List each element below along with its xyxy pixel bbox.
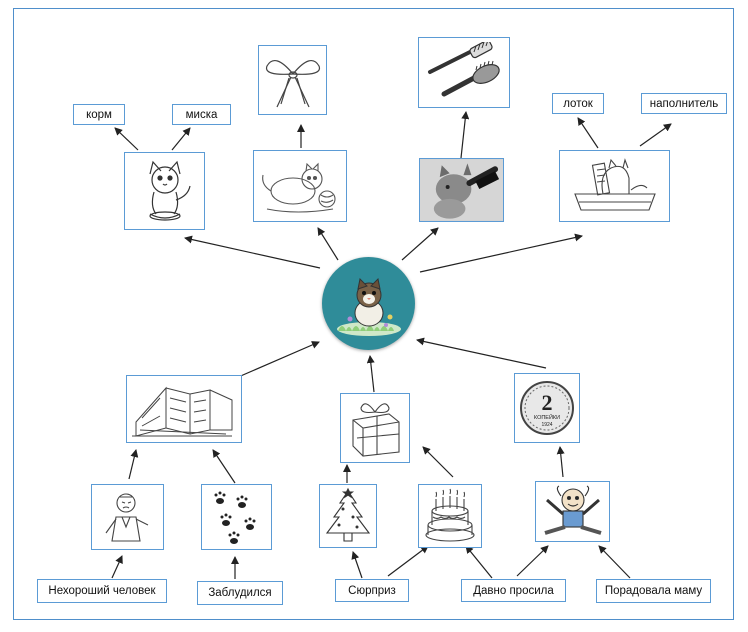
label-pleased-mom: Порадовала маму: [596, 579, 711, 603]
arrow-girl-to-coin: [556, 446, 565, 478]
girl-picture: [535, 481, 610, 542]
center-kitten-circle: [322, 257, 415, 350]
arrow-center-to-kitten-yarn: [317, 227, 339, 261]
label-napolnitel: наполнитель: [641, 93, 727, 114]
kitten-with-yarn-icon: [262, 162, 336, 213]
arrow-buildings-to-center: [235, 341, 320, 379]
label-lotok: лоток: [552, 93, 604, 114]
cat-in-litter-box-icon: [573, 158, 656, 211]
arrow-center-to-litter-box: [419, 233, 583, 273]
buildings-picture: [126, 375, 242, 443]
label-miska: миска: [172, 104, 231, 125]
arrow-litter-box-to-lotok: [577, 117, 599, 149]
cat-grooming-picture: [419, 158, 504, 222]
cat-with-bowl-icon: [148, 160, 191, 221]
ribbon-bow-icon: [265, 59, 320, 108]
arrow-center-to-cat-grooming: [401, 227, 439, 261]
coin-value: 2: [542, 390, 553, 415]
paws-picture: [201, 484, 272, 550]
arrow-surprise-to-cake: [387, 545, 429, 577]
arrow-coin-to-center: [416, 337, 547, 369]
gift-picture: [340, 393, 410, 463]
arrow-asked-long-to-cake: [465, 545, 493, 579]
arrow-cat-grooming-to-brushes: [460, 111, 470, 159]
label-asked-long: Давно просила: [461, 579, 566, 602]
tree-picture: [319, 484, 377, 548]
cat-being-brushed-icon: [420, 159, 503, 221]
happy-girl-icon: [543, 485, 602, 535]
arrow-cat-bowl-to-korm: [114, 127, 139, 151]
coin-text: КОПЕЙКИ: [534, 413, 560, 421]
label-bad-person: Нехороший человек: [37, 579, 167, 603]
cake-picture: [418, 484, 482, 548]
angry-man-icon: [105, 493, 148, 542]
cat-bowl-picture: [124, 152, 205, 230]
man-picture: [91, 484, 164, 550]
coin-year: 1924: [541, 422, 552, 428]
grooming-brushes-icon: [428, 41, 500, 96]
bow-picture: [258, 45, 327, 115]
coin-picture: 2 КОПЕЙКИ 1924: [514, 373, 580, 443]
kitten-yarn-picture: [253, 150, 347, 222]
paw-prints-icon: [214, 491, 255, 544]
litter-box-picture: [559, 150, 670, 222]
arrow-man-to-buildings: [128, 449, 139, 480]
label-surprise: Сюрприз: [335, 579, 409, 602]
arrow-surprise-to-tree: [351, 551, 363, 579]
arrow-center-to-cat-bowl: [184, 235, 321, 269]
arrow-cat-bowl-to-miska: [171, 127, 191, 151]
city-buildings-icon: [132, 386, 233, 437]
arrow-paws-to-buildings: [212, 449, 236, 484]
label-lost: Заблудился: [197, 581, 283, 605]
arrow-bad-person-to-man: [111, 555, 123, 579]
brushes-picture: [418, 37, 510, 108]
christmas-tree-icon: [325, 487, 371, 542]
kitten-on-grass-icon: [336, 277, 401, 336]
birthday-cake-icon: [425, 488, 475, 542]
arrow-gift-to-center: [366, 355, 375, 393]
diagram-frame: [13, 8, 734, 620]
arrow-cake-to-gift: [422, 446, 454, 478]
arrow-litter-box-to-napolnitel: [639, 123, 672, 147]
two-kopek-coin-icon: 2 КОПЕЙКИ 1924: [520, 381, 574, 435]
arrow-asked-long-to-girl: [516, 545, 549, 577]
label-korm: корм: [73, 104, 125, 125]
arrow-pleased-mom-to-girl: [598, 545, 631, 579]
gift-box-icon: [352, 403, 400, 457]
